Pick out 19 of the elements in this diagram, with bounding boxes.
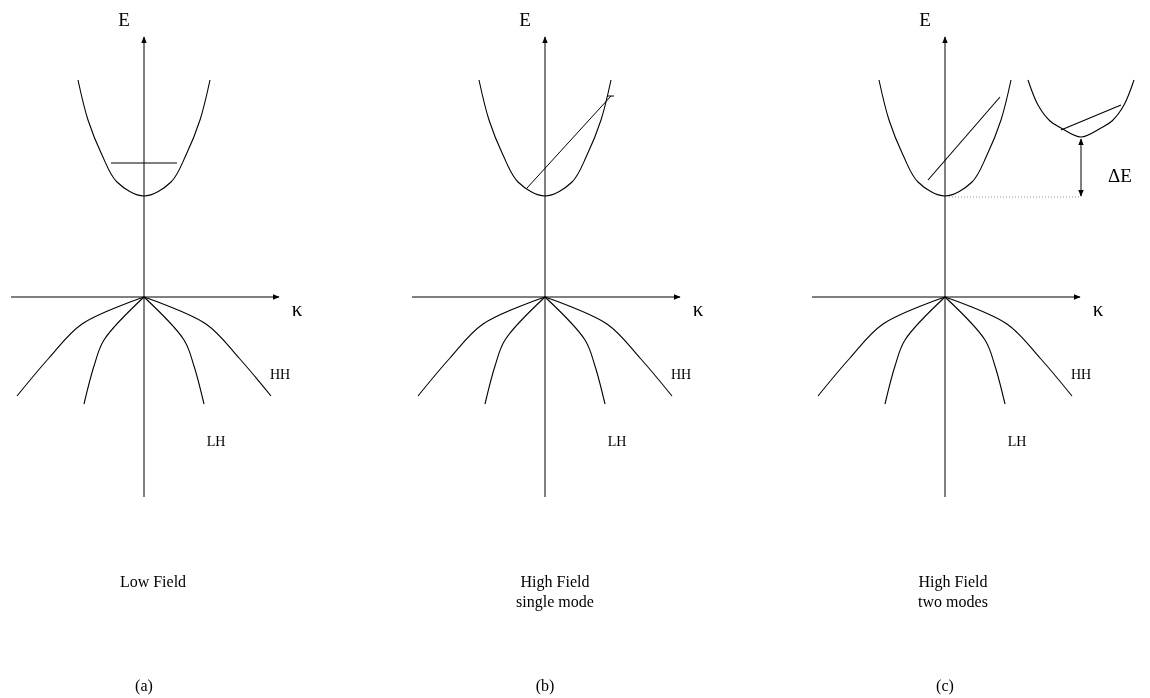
panel-caption: Low Field [118, 572, 188, 592]
energy-gap-label: ΔE [1108, 164, 1132, 188]
band-label: HH [670, 366, 692, 384]
axis-label: κ [692, 295, 704, 323]
axis-label: E [519, 8, 531, 32]
axis-label: E [919, 8, 931, 32]
band-label: HH [269, 366, 291, 384]
axis-label: κ [291, 295, 303, 323]
axis-label: κ [1092, 295, 1104, 323]
panel-letter: (a) [135, 676, 153, 696]
band-label: LH [1007, 433, 1027, 451]
axis-label: E [118, 8, 130, 32]
panel-caption: High Field single mode [515, 572, 595, 612]
band-label: HH [1070, 366, 1092, 384]
panel-letter: (c) [936, 676, 954, 696]
band-label: LH [206, 433, 226, 451]
panel-caption: High Field two modes [917, 572, 989, 612]
panel-letter: (b) [535, 676, 555, 696]
band-label: LH [607, 433, 627, 451]
